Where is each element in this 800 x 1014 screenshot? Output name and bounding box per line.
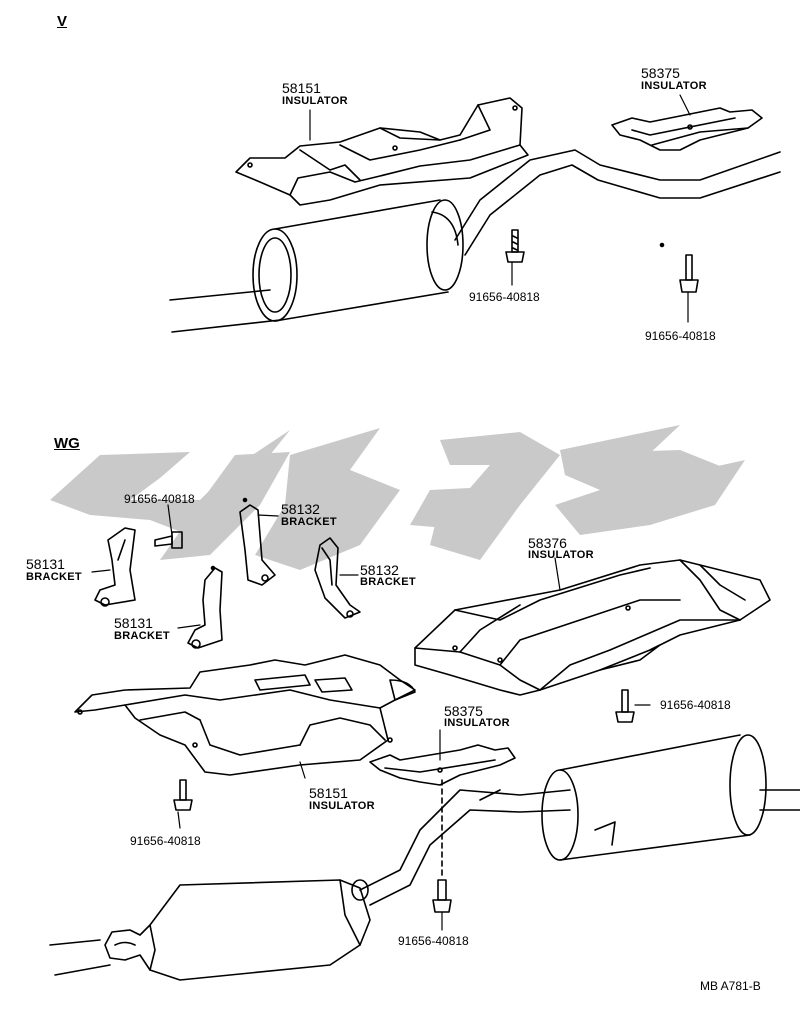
callout-wg-58151-name: INSULATOR	[309, 800, 375, 812]
callout-wg-58132-top-part-no: 58132	[281, 501, 320, 517]
v-muffler	[252, 199, 464, 322]
wg-bracket-58131-mid	[187, 565, 223, 649]
callout-v-bolt-2: 91656-40818	[645, 329, 716, 343]
v-insulator-58151	[235, 97, 529, 206]
wg-insulator-58375	[369, 744, 516, 786]
callout-wg-58376-part-no: 58376	[528, 535, 567, 551]
callout-v-bolt-1: 91656-40818	[469, 290, 540, 304]
wg-bracket-58132-top	[239, 497, 276, 586]
callout-wg-58131-left-name: BRACKET	[26, 571, 82, 583]
callout-v-58151-name: INSULATOR	[282, 95, 348, 107]
v-bolt-1	[505, 229, 525, 263]
callout-wg-58132-top-name: BRACKET	[281, 516, 337, 528]
callout-wg-58375-name: INSULATOR	[444, 717, 510, 729]
callout-wg-58131-mid-name: BRACKET	[114, 630, 170, 642]
callout-wg-58132-right-part-no: 58132	[360, 562, 399, 578]
v-exhaust-pipe	[169, 149, 781, 333]
leader-lines	[91, 94, 691, 931]
diagram-reference-code: MB A781-B	[700, 979, 761, 993]
callout-wg-bolt-right: 91656-40818	[660, 698, 731, 712]
callout-wg-58132-right-name: BRACKET	[360, 576, 416, 588]
callout-wg-58375-part-no: 58375	[444, 703, 483, 719]
callout-wg-58131-left-part-no: 58131	[26, 556, 65, 572]
wg-bolt-left	[173, 779, 193, 811]
wg-muffler	[541, 734, 767, 861]
callout-wg-bolt-top: 91656-40818	[124, 492, 195, 506]
callout-wg-bolt-bottom: 91656-40818	[398, 934, 469, 948]
wg-bolt-bottom	[432, 779, 452, 913]
callout-wg-bolt-left: 91656-40818	[130, 834, 201, 848]
callout-wg-58151-part-no: 58151	[309, 785, 348, 801]
wg-exhaust-system	[49, 789, 800, 976]
callout-v-58375-name: INSULATOR	[641, 80, 707, 92]
wg-bolt-top	[154, 531, 183, 549]
wg-bolt-right	[615, 689, 635, 723]
wg-converter	[104, 879, 371, 981]
callout-v-58151-part-no: 58151	[282, 80, 321, 96]
callout-v-58375-part-no: 58375	[641, 65, 680, 81]
section-label-wg: WG	[54, 435, 80, 452]
v-insulator-58375	[611, 107, 763, 151]
wg-insulator-58376	[414, 559, 771, 696]
wg-insulator-58151	[74, 654, 416, 776]
callout-wg-58376-name: INSULATOR	[528, 549, 594, 561]
wg-bracket-58132-right	[314, 537, 361, 619]
v-bolt-2	[659, 242, 699, 293]
section-label-v: V	[57, 13, 68, 30]
wg-bracket-58131-left	[94, 527, 136, 607]
callout-wg-58131-mid-part-no: 58131	[114, 615, 153, 631]
